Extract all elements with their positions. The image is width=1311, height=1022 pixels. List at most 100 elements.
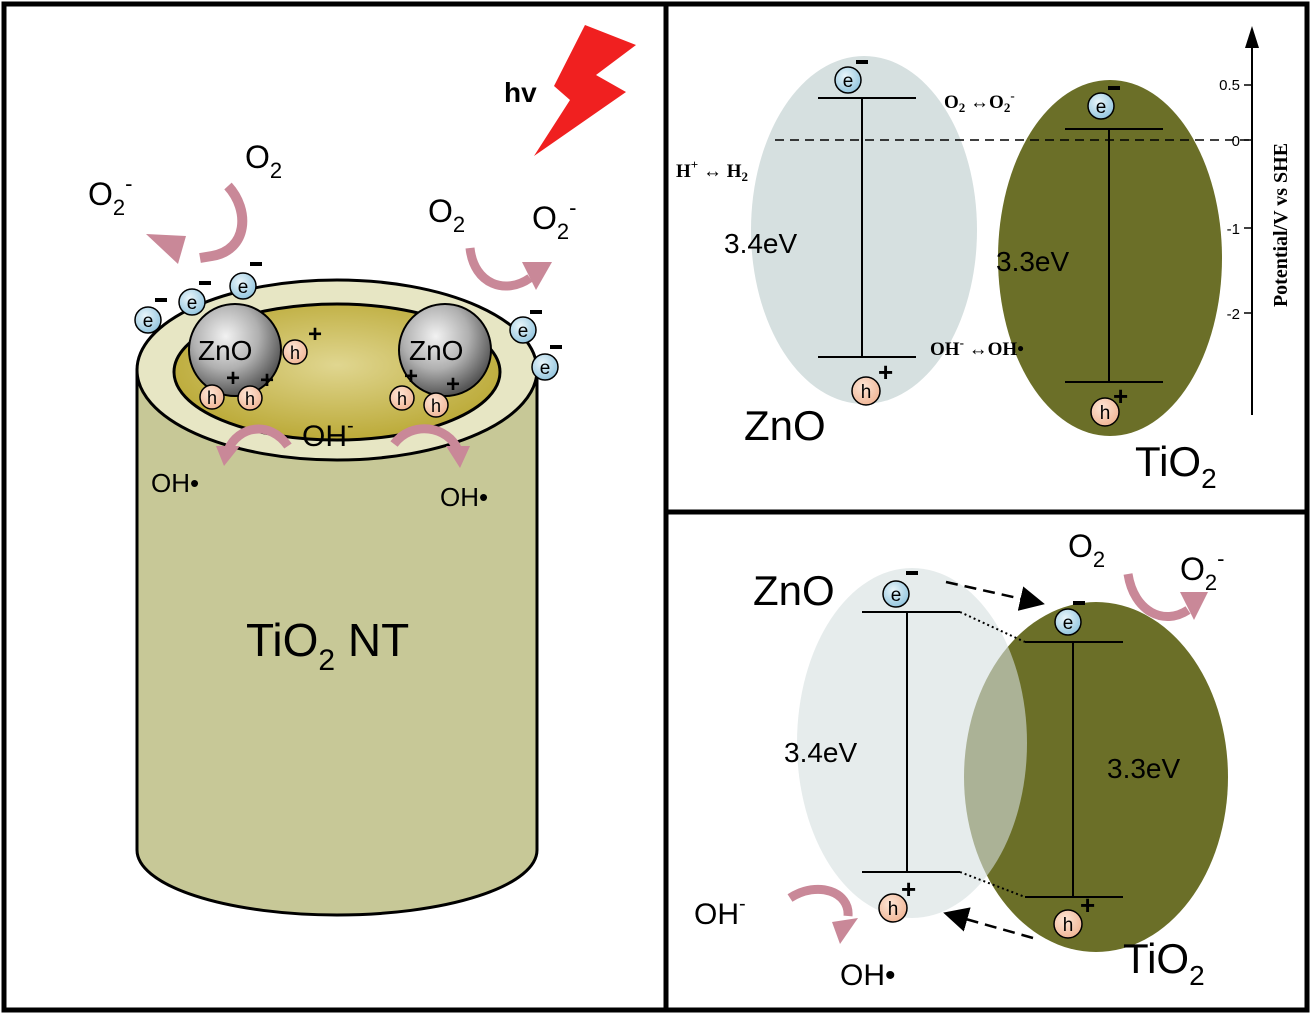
electron-icon: e xyxy=(1087,86,1120,120)
oxidation-arrow xyxy=(787,884,853,917)
oh-couple-label: OH- ↔OH• xyxy=(930,335,1024,360)
svg-text:h: h xyxy=(1063,915,1074,936)
svg-text:e: e xyxy=(891,585,902,606)
hole-icon: h + xyxy=(389,363,418,411)
svg-text:+: + xyxy=(1113,381,1128,411)
axis-arrow-icon xyxy=(1245,26,1259,48)
oh-radical-label: OH• xyxy=(440,482,488,512)
zno-particle-label: ZnO xyxy=(198,335,252,366)
oh-minus-label: OH- xyxy=(694,893,746,931)
svg-text:e: e xyxy=(540,358,551,379)
tio2-gap-label: 3.3eV xyxy=(996,246,1069,277)
reduction-arrow xyxy=(465,247,533,291)
svg-text:+: + xyxy=(260,367,274,394)
top-right-panel: 3.4eV 3.3eV e h + e h + H+ ↔ H2 O2 ↔O2- … xyxy=(676,26,1292,494)
svg-text:h: h xyxy=(290,343,300,363)
electron-transfer-arrow xyxy=(945,580,1045,611)
oh-minus-label: OH- xyxy=(302,415,354,453)
o2-label: O2 xyxy=(1068,528,1105,572)
electron-icon: e xyxy=(882,571,918,608)
svg-text:+: + xyxy=(446,371,460,398)
svg-text:e: e xyxy=(143,311,154,332)
vb-connector xyxy=(959,871,1026,898)
o2-couple-label: O2 ↔O2- xyxy=(944,88,1015,115)
svg-text:e: e xyxy=(1063,613,1074,634)
svg-text:e: e xyxy=(187,293,198,314)
axis-label: Potential/V vs SHE xyxy=(1270,143,1292,307)
hole-icon: h + xyxy=(1053,890,1095,939)
reduction-arrow xyxy=(1123,573,1191,621)
electron-icon: e xyxy=(1054,601,1085,636)
zno-particle-label: ZnO xyxy=(409,335,463,366)
svg-text:h: h xyxy=(245,389,255,409)
o2-minus-label: O2- xyxy=(88,171,132,220)
electron-icon: e xyxy=(834,60,868,94)
svg-text:+: + xyxy=(901,874,916,904)
svg-text:e: e xyxy=(843,71,854,92)
o2-label: O2 xyxy=(428,193,465,237)
tube-label: TiO2 NT xyxy=(246,614,409,677)
o2-minus-label: O2- xyxy=(1180,546,1224,595)
tio2-label: TiO2 xyxy=(1135,438,1217,494)
electron-icon: e xyxy=(509,310,542,344)
left-panel: hv TiO2 NT ZnO ZnO h + h + h + h xyxy=(88,25,636,917)
svg-text:h: h xyxy=(397,389,407,409)
svg-text:e: e xyxy=(518,321,529,342)
arrow-head-icon xyxy=(446,446,470,468)
hole-icon: h + xyxy=(423,371,460,418)
arrow-head-icon xyxy=(1180,592,1208,620)
svg-text:e: e xyxy=(238,277,249,298)
svg-text:+: + xyxy=(404,363,418,390)
svg-text:h: h xyxy=(431,396,441,416)
tio2-gap-label: 3.3eV xyxy=(1107,753,1180,784)
oxidation-arrow xyxy=(223,424,292,453)
h-couple-label: H+ ↔ H2 xyxy=(676,157,748,184)
hole-icon: h + xyxy=(237,367,274,411)
svg-text:+: + xyxy=(878,357,893,387)
hole-icon: h + xyxy=(851,357,893,406)
zno-gap-label: 3.4eV xyxy=(724,228,797,259)
tio2-label: TiO2 xyxy=(1123,935,1205,991)
zno-gap-label: 3.4eV xyxy=(784,737,857,768)
arrow-head-icon xyxy=(522,262,552,290)
svg-text:h: h xyxy=(207,388,217,408)
zno-band-ellipse xyxy=(797,568,1027,918)
o2-label: O2 xyxy=(245,139,282,183)
electron-icon: e xyxy=(134,298,167,334)
electron-icon: e xyxy=(531,345,562,381)
zno-label: ZnO xyxy=(753,567,835,614)
zno-band-ellipse xyxy=(751,56,977,404)
arrow-head-icon xyxy=(216,446,240,466)
tick-label: 0 xyxy=(1232,133,1240,150)
tube-body xyxy=(135,368,539,917)
tick-label: 0.5 xyxy=(1219,77,1240,94)
o2-minus-label: O2- xyxy=(532,195,576,244)
oh-radical-label: OH• xyxy=(840,959,896,992)
svg-text:+: + xyxy=(308,321,322,348)
oxidation-arrow xyxy=(390,424,463,453)
cb-connector xyxy=(959,611,1026,643)
hole-icon: h + xyxy=(199,365,240,410)
hole-icon: h + xyxy=(878,874,916,923)
hole-transfer-arrow xyxy=(943,907,1034,940)
lightning-icon xyxy=(534,25,636,156)
hole-icon: h + xyxy=(1090,381,1128,427)
svg-text:h: h xyxy=(1100,403,1111,424)
svg-text:+: + xyxy=(226,365,240,392)
reduction-arrow xyxy=(199,182,248,263)
light-label: hv xyxy=(504,77,537,108)
svg-text:e: e xyxy=(1096,97,1107,118)
hole-icon: h + xyxy=(282,321,322,365)
svg-text:h: h xyxy=(888,899,899,920)
svg-text:+: + xyxy=(1080,890,1095,920)
zno-particle-left xyxy=(188,303,282,397)
electron-icon: e xyxy=(229,262,262,300)
bottom-right-panel-frame xyxy=(663,509,1310,1013)
zno-label: ZnO xyxy=(744,402,826,449)
tio2-band-ellipse xyxy=(964,602,1228,952)
arrow-head-icon xyxy=(832,918,858,944)
arrow-head-icon xyxy=(146,234,186,264)
bottom-right-panel: 3.4eV 3.3eV e e h + h + ZnO TiO2 O2 O2- xyxy=(694,528,1228,992)
